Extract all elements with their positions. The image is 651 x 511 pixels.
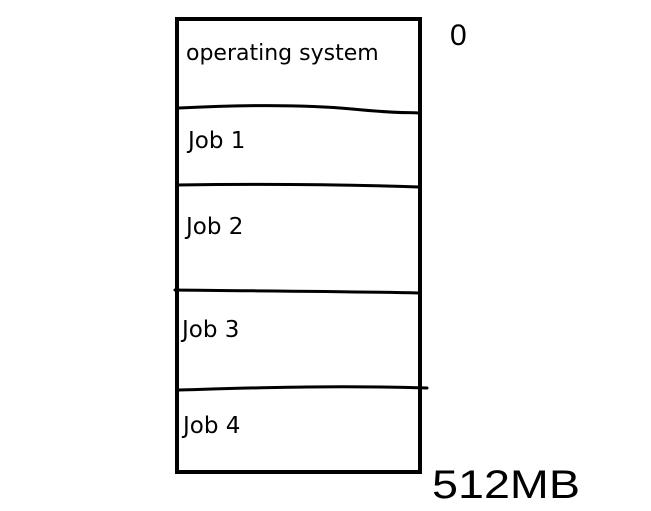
partition-line-job3-job4	[177, 385, 429, 392]
segment-label-job-2: Job 2	[184, 214, 243, 240]
partition-line-os-job1	[177, 104, 421, 115]
segment-label-job-4: Job 4	[181, 413, 240, 439]
segment-label-job-1: Job 1	[186, 128, 245, 154]
top-address-label: 0	[450, 19, 467, 52]
partition-line-job1-job2	[175, 182, 421, 189]
memory-block-outline	[175, 17, 422, 474]
bottom-address-label: 512MB	[432, 463, 580, 507]
segment-label-operating-system: operating system	[186, 41, 379, 66]
partition-line-job2-job3	[173, 288, 421, 295]
segment-label-job-3: Job 3	[180, 317, 239, 343]
